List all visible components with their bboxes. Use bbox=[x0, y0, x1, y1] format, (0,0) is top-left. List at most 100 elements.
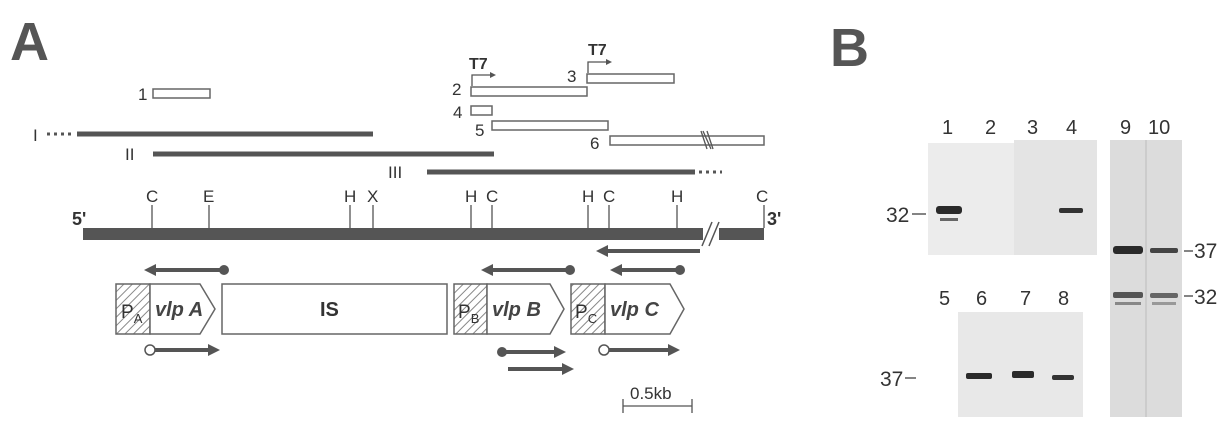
marker-37-left: 37 bbox=[880, 368, 903, 391]
fragment-label-1: 1 bbox=[138, 85, 147, 104]
t7-arrow-1-icon bbox=[472, 75, 490, 86]
blot-lanes-5-8 bbox=[958, 312, 1083, 417]
site-label: H bbox=[344, 187, 356, 206]
arrow-left-icon bbox=[596, 245, 608, 257]
arrow-right-icon bbox=[562, 363, 574, 375]
marker-32-right: 32 bbox=[1194, 286, 1217, 309]
lane-5: 5 bbox=[939, 288, 950, 310]
lane-3: 3 bbox=[1027, 117, 1038, 139]
clone-label-ii: II bbox=[125, 145, 134, 164]
clones: I II III bbox=[33, 126, 722, 182]
t7-label-1: T7 bbox=[469, 56, 488, 73]
band bbox=[936, 206, 962, 214]
site-x: X bbox=[367, 187, 378, 228]
site-e: E bbox=[203, 187, 214, 228]
leftward-transcripts bbox=[144, 245, 700, 276]
scale-label: 0.5kb bbox=[630, 384, 672, 403]
site-label: C bbox=[146, 187, 158, 206]
promoter-b-label: P bbox=[458, 302, 471, 323]
blot-lanes-1-2 bbox=[928, 143, 1014, 255]
site-label: H bbox=[582, 187, 594, 206]
promoter-c-sub: C bbox=[588, 311, 597, 326]
fragment-label-5: 5 bbox=[475, 121, 484, 140]
lane-1: 1 bbox=[942, 117, 953, 139]
five-prime-label: 5' bbox=[72, 209, 86, 229]
site-label: C bbox=[603, 187, 615, 206]
band bbox=[1115, 302, 1141, 305]
fragment-label-6: 6 bbox=[590, 134, 599, 153]
site-label: H bbox=[671, 187, 683, 206]
lane-4: 4 bbox=[1066, 117, 1077, 139]
site-label: C bbox=[756, 187, 768, 206]
promoter-a-sub: A bbox=[134, 311, 143, 326]
site-c-1: C bbox=[146, 187, 158, 228]
fragment-label-3: 3 bbox=[567, 67, 576, 86]
lane-8: 8 bbox=[1058, 288, 1069, 310]
promoter-b-sub: B bbox=[471, 311, 480, 326]
scale-bar: 0.5kb bbox=[623, 384, 692, 413]
fragment-2 bbox=[471, 87, 587, 96]
blot-lanes-3-4 bbox=[1014, 140, 1097, 255]
site-h-4: H bbox=[671, 187, 683, 228]
fragment-4 bbox=[471, 106, 492, 115]
site-h-2: H bbox=[465, 187, 477, 228]
is-label: IS bbox=[320, 299, 339, 321]
clone-label-iii: III bbox=[388, 163, 402, 182]
site-c-3: C bbox=[603, 187, 615, 228]
panel-a-letter: A bbox=[10, 12, 49, 72]
fragment-3 bbox=[587, 74, 674, 83]
vlpc-label: vlp C bbox=[610, 299, 659, 321]
site-c-2: C bbox=[486, 187, 498, 228]
restriction-map: 5' 3' C E H X H C H C H C bbox=[72, 187, 781, 246]
lane-2: 2 bbox=[985, 117, 996, 139]
site-label: C bbox=[486, 187, 498, 206]
band bbox=[1052, 375, 1074, 380]
lane-6: 6 bbox=[976, 288, 987, 310]
arrow-right-icon bbox=[554, 346, 566, 358]
site-h-1: H bbox=[344, 187, 356, 228]
three-prime-label: 3' bbox=[767, 209, 781, 229]
arrow-left-icon bbox=[610, 264, 622, 276]
band bbox=[1059, 208, 1083, 213]
fragment-1 bbox=[153, 89, 210, 98]
lane-9: 9 bbox=[1120, 117, 1131, 139]
genome-bar-end bbox=[719, 228, 764, 240]
fragment-label-4: 4 bbox=[453, 103, 462, 122]
promoter-a-label: P bbox=[121, 302, 134, 323]
band bbox=[1150, 248, 1178, 253]
lane-10: 10 bbox=[1148, 117, 1170, 139]
band bbox=[966, 373, 992, 379]
gene-organization: PA vlp A IS PB vlp B PC vlp C bbox=[116, 284, 684, 334]
site-h-3: H bbox=[582, 187, 594, 228]
marker-32-left: 32 bbox=[886, 204, 909, 227]
rightward-transcripts bbox=[145, 344, 680, 375]
vlpb-label: vlp B bbox=[492, 299, 541, 321]
panel-b-letter: B bbox=[830, 18, 869, 78]
clone-label-i: I bbox=[33, 126, 38, 145]
site-label: H bbox=[465, 187, 477, 206]
arrow-left-icon bbox=[481, 264, 493, 276]
band bbox=[1152, 302, 1176, 305]
lane-7: 7 bbox=[1020, 288, 1031, 310]
band bbox=[1012, 371, 1034, 378]
genome-bar bbox=[83, 228, 703, 240]
fragment-5 bbox=[492, 121, 608, 130]
site-label: X bbox=[367, 187, 378, 206]
fragment-6 bbox=[610, 136, 764, 145]
band bbox=[1150, 293, 1178, 298]
arrow-left-icon bbox=[144, 264, 156, 276]
band bbox=[1113, 246, 1143, 254]
band bbox=[940, 218, 958, 221]
site-label: E bbox=[203, 187, 214, 206]
t7-label-2: T7 bbox=[588, 42, 607, 59]
band bbox=[1113, 292, 1143, 298]
vlpa-label: vlp A bbox=[155, 299, 203, 321]
fragment-label-2: 2 bbox=[452, 80, 461, 99]
promoter-c-label: P bbox=[575, 302, 588, 323]
marker-37-right: 37 bbox=[1194, 240, 1217, 263]
arrow-right-icon bbox=[208, 344, 220, 356]
t7-arrow-2-icon bbox=[588, 62, 606, 73]
fragments: 1 2 3 4 5 6 bbox=[138, 67, 764, 153]
arrow-right-icon bbox=[668, 344, 680, 356]
